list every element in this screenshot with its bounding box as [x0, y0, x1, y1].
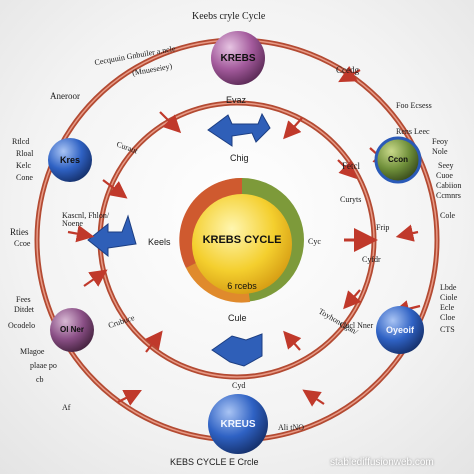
- label-bottom-left-node: Af: [62, 403, 71, 412]
- label-bottom-right-node: Ali tNO: [278, 423, 304, 432]
- blue-arrow-left: [87, 214, 137, 258]
- label-left-inner: Kascnl, Fhlon/ Noene: [62, 211, 110, 228]
- node-right-upper-label: Ccon: [388, 155, 408, 164]
- label-right-mid: Frip: [376, 223, 390, 232]
- node-left-upper[interactable]: [48, 138, 92, 182]
- label-inner-right: Fetcl: [342, 161, 360, 171]
- label-right-bottom-2: Ciole: [440, 293, 458, 302]
- label-bottom-inner-2: Cyd: [232, 381, 246, 390]
- node-left-lower-label: Ol Ner: [59, 325, 84, 334]
- center-subtitle: 6 rcebs: [227, 281, 257, 291]
- label-left-top-3: Kelc: [16, 161, 32, 170]
- node-left-upper-label: Kres: [59, 155, 80, 165]
- label-right-bottom-4: Cloe: [440, 313, 456, 322]
- label-inner-top: Evaz: [226, 95, 247, 105]
- node-top-label: KREBS: [220, 53, 256, 64]
- label-right-top-1: Foo Ecsess: [396, 101, 432, 110]
- node-left-lower[interactable]: [50, 308, 94, 352]
- label-left-bottom-2: Ditdet: [14, 305, 34, 314]
- node-top[interactable]: [211, 31, 265, 85]
- label-right-mid-2: Cyfdr: [362, 255, 381, 264]
- label-bottom-caption: KEBS CYCLE E Crcle: [170, 457, 259, 467]
- label-left-bottom-3: Ocodelo: [8, 321, 36, 330]
- label-top-right: Ccedg: [336, 65, 359, 75]
- node-right-lower[interactable]: [376, 306, 424, 354]
- label-inner-top-mid: Chig: [230, 153, 249, 163]
- node-right-lower-label: Oyeoif: [385, 325, 414, 335]
- label-right-top-7: Cabiion: [436, 181, 462, 190]
- label-right-top-3: Feoy: [432, 137, 448, 146]
- label-right-top-8: Ccmnrs: [436, 191, 461, 200]
- label-left-top-2: Rloal: [16, 149, 34, 158]
- label-bottom-inner: Cule: [228, 313, 247, 323]
- node-right-upper[interactable]: [374, 136, 422, 184]
- label-left-top-1: Rtlcd: [12, 137, 30, 146]
- node-bottom[interactable]: [208, 394, 268, 454]
- label-right-lower-inner-2: Cucl Nner: [340, 321, 374, 330]
- blue-arrow-bottom: [211, 333, 263, 367]
- label-right-bottom-1: Lbde: [440, 283, 457, 292]
- label-right-top-5: Seey: [438, 161, 454, 170]
- blue-arrow-top: [207, 112, 271, 147]
- diagram-title: Keebs cryle Cycle: [192, 11, 266, 22]
- label-right-mid-3: Cole: [440, 211, 456, 220]
- label-left-mid-1: Rties: [10, 227, 29, 237]
- label-left-bottom-4: Mlagoe: [20, 347, 45, 356]
- label-right-small: Cyc: [308, 237, 321, 246]
- label-right-bottom-5: CTS: [440, 325, 455, 334]
- label-left-top-4: Cone: [16, 173, 33, 182]
- label-left-bottom-1: Fees: [16, 295, 31, 304]
- label-inner-right-2: Curyts: [340, 195, 362, 204]
- center-title: KREBS CYCLE: [202, 234, 282, 246]
- label-right-top-2: Rens Leec: [396, 127, 430, 136]
- label-left-bottom-6: cb: [36, 375, 44, 384]
- label-left-bottom-5: plaae po: [30, 361, 57, 370]
- label-right-bottom-3: Ecle: [440, 303, 455, 312]
- label-left-mid-2: Ccoe: [14, 239, 31, 248]
- label-keels: Keels: [148, 237, 171, 247]
- center-core: [179, 177, 304, 303]
- label-right-top-6: Cuoe: [436, 171, 453, 180]
- node-bottom-label: KREUS: [220, 419, 256, 430]
- label-right-top-4: Nole: [432, 147, 448, 156]
- watermark: stablediffusionweb.com: [330, 457, 434, 468]
- label-top-left: Aneroor: [50, 91, 80, 101]
